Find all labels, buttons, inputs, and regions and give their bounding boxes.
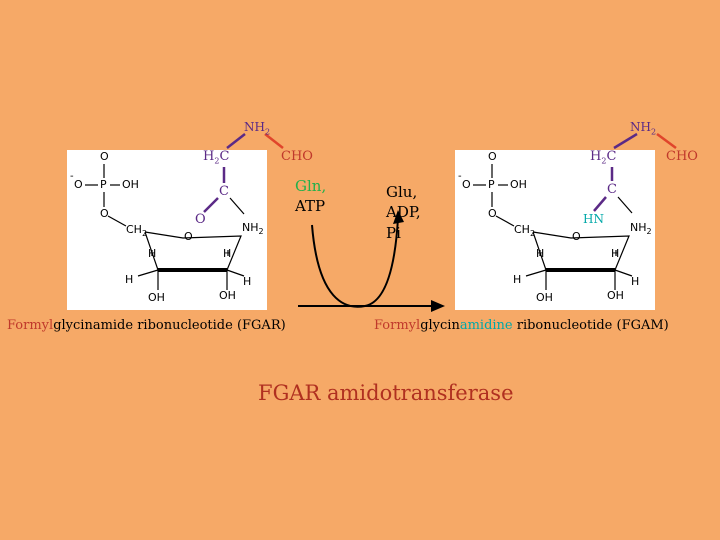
fgar-ring-ch2: CH2 bbox=[126, 223, 148, 239]
fgam-structure-panel bbox=[455, 150, 655, 310]
fgam-ring-h4: H bbox=[631, 275, 640, 288]
fgar-ring-oh2: OH bbox=[219, 289, 236, 302]
fgam-c-label: C bbox=[607, 182, 617, 197]
reaction-inputs: Gln, ATP bbox=[295, 176, 326, 217]
fgar-ribose-ring bbox=[144, 231, 242, 271]
fgar-ring-h4: H bbox=[243, 275, 252, 288]
fgar-bond-o-ch2 bbox=[107, 215, 127, 227]
fgam-ring-h2: H bbox=[611, 247, 620, 260]
fgam-bond-c-hn bbox=[593, 196, 607, 212]
fgam-phosphate-o-top: O bbox=[488, 150, 497, 163]
fgar-ring-h3 bbox=[137, 269, 159, 277]
fgar-bond-nh2-h2c bbox=[226, 133, 246, 149]
reaction-arrow-curve bbox=[311, 217, 399, 308]
fgar-phosphate-p: P bbox=[100, 178, 107, 191]
fgar-ring-oh1: OH bbox=[148, 291, 165, 304]
fgar-bond-c-o bbox=[203, 197, 219, 213]
fgam-ring-oh1: OH bbox=[536, 291, 553, 304]
fgar-bond-c-ring bbox=[229, 197, 245, 215]
fgar-carbonyl-o-label: O bbox=[195, 212, 206, 227]
fgam-caption: Formylglycinamidine ribonucleotide (FGAM… bbox=[374, 318, 669, 333]
fgar-ring-h1: H bbox=[148, 247, 157, 260]
fgam-bond-o-ch2 bbox=[495, 215, 515, 227]
fgam-ring-nh2: NH2 bbox=[630, 221, 652, 237]
fgam-ring-o: O bbox=[572, 230, 581, 243]
fgam-nh2-label: NH2 bbox=[630, 120, 657, 137]
reaction-input-gln: Gln, bbox=[295, 177, 327, 195]
fgam-ring-h4 bbox=[614, 269, 633, 277]
fgam-ring-h3 bbox=[525, 269, 547, 277]
reaction-outputs: Glu, ADP, Pi bbox=[386, 182, 421, 243]
fgam-bond-c-ring bbox=[617, 196, 633, 214]
fgar-phosphate-minus: - bbox=[70, 171, 74, 182]
fgar-ring-nh2: NH2 bbox=[242, 221, 264, 237]
fgam-phosphate-o-left: O bbox=[462, 178, 471, 191]
fgam-phosphate-minus: - bbox=[458, 171, 462, 182]
fgar-h2c-label: H2C bbox=[203, 149, 230, 166]
fgam-bond-nh2-cho bbox=[656, 132, 677, 150]
reaction-output-adp: ADP, bbox=[386, 203, 421, 222]
fgar-nh2-label: NH2 bbox=[244, 120, 271, 137]
fgar-phosphate-o-bottom: O bbox=[100, 207, 109, 220]
fgar-structure-panel bbox=[67, 150, 267, 310]
fgam-ring-ch2: CH2 bbox=[514, 223, 536, 239]
fgam-ribose-ring bbox=[532, 231, 630, 271]
fgar-phosphate-oh: OH bbox=[122, 178, 139, 191]
fgar-ring-h4 bbox=[226, 269, 245, 277]
fgar-caption: Formylglycinamide ribonucleotide (FGAR) bbox=[7, 318, 286, 333]
reaction-output-glu: Glu, bbox=[386, 183, 418, 201]
fgar-ring-h2: H bbox=[223, 247, 232, 260]
fgam-ring-h1: H bbox=[536, 247, 545, 260]
fgar-phosphate-o-top: O bbox=[100, 150, 109, 163]
fgar-phosphate-o-left: O bbox=[74, 178, 83, 191]
fgam-phosphate-o-bottom: O bbox=[488, 207, 497, 220]
fgam-h2c-label: H2C bbox=[590, 149, 617, 166]
fgam-bond-nh2-h2c bbox=[613, 132, 638, 150]
enzyme-label: FGAR amidotransferase bbox=[258, 381, 514, 405]
fgar-bond-nh2-cho bbox=[264, 133, 284, 149]
fgam-hn-label: HN bbox=[583, 212, 604, 226]
fgam-ring-h3: H bbox=[513, 273, 522, 286]
fgar-ring-o: O bbox=[184, 230, 193, 243]
fgar-cho-label: CHO bbox=[281, 149, 313, 164]
fgam-phosphate-p: P bbox=[488, 178, 495, 191]
fgam-phosphate-oh: OH bbox=[510, 178, 527, 191]
fgam-ring-oh2: OH bbox=[607, 289, 624, 302]
reaction-arrow-curve-head bbox=[393, 210, 404, 224]
fgam-cho-label: CHO bbox=[666, 149, 698, 164]
reaction-arrow-head bbox=[431, 300, 445, 312]
fgar-c-label: C bbox=[219, 184, 229, 199]
fgar-ring-h3: H bbox=[125, 273, 134, 286]
reaction-output-pi: Pi bbox=[386, 223, 401, 242]
reaction-input-atp: ATP bbox=[295, 197, 326, 216]
